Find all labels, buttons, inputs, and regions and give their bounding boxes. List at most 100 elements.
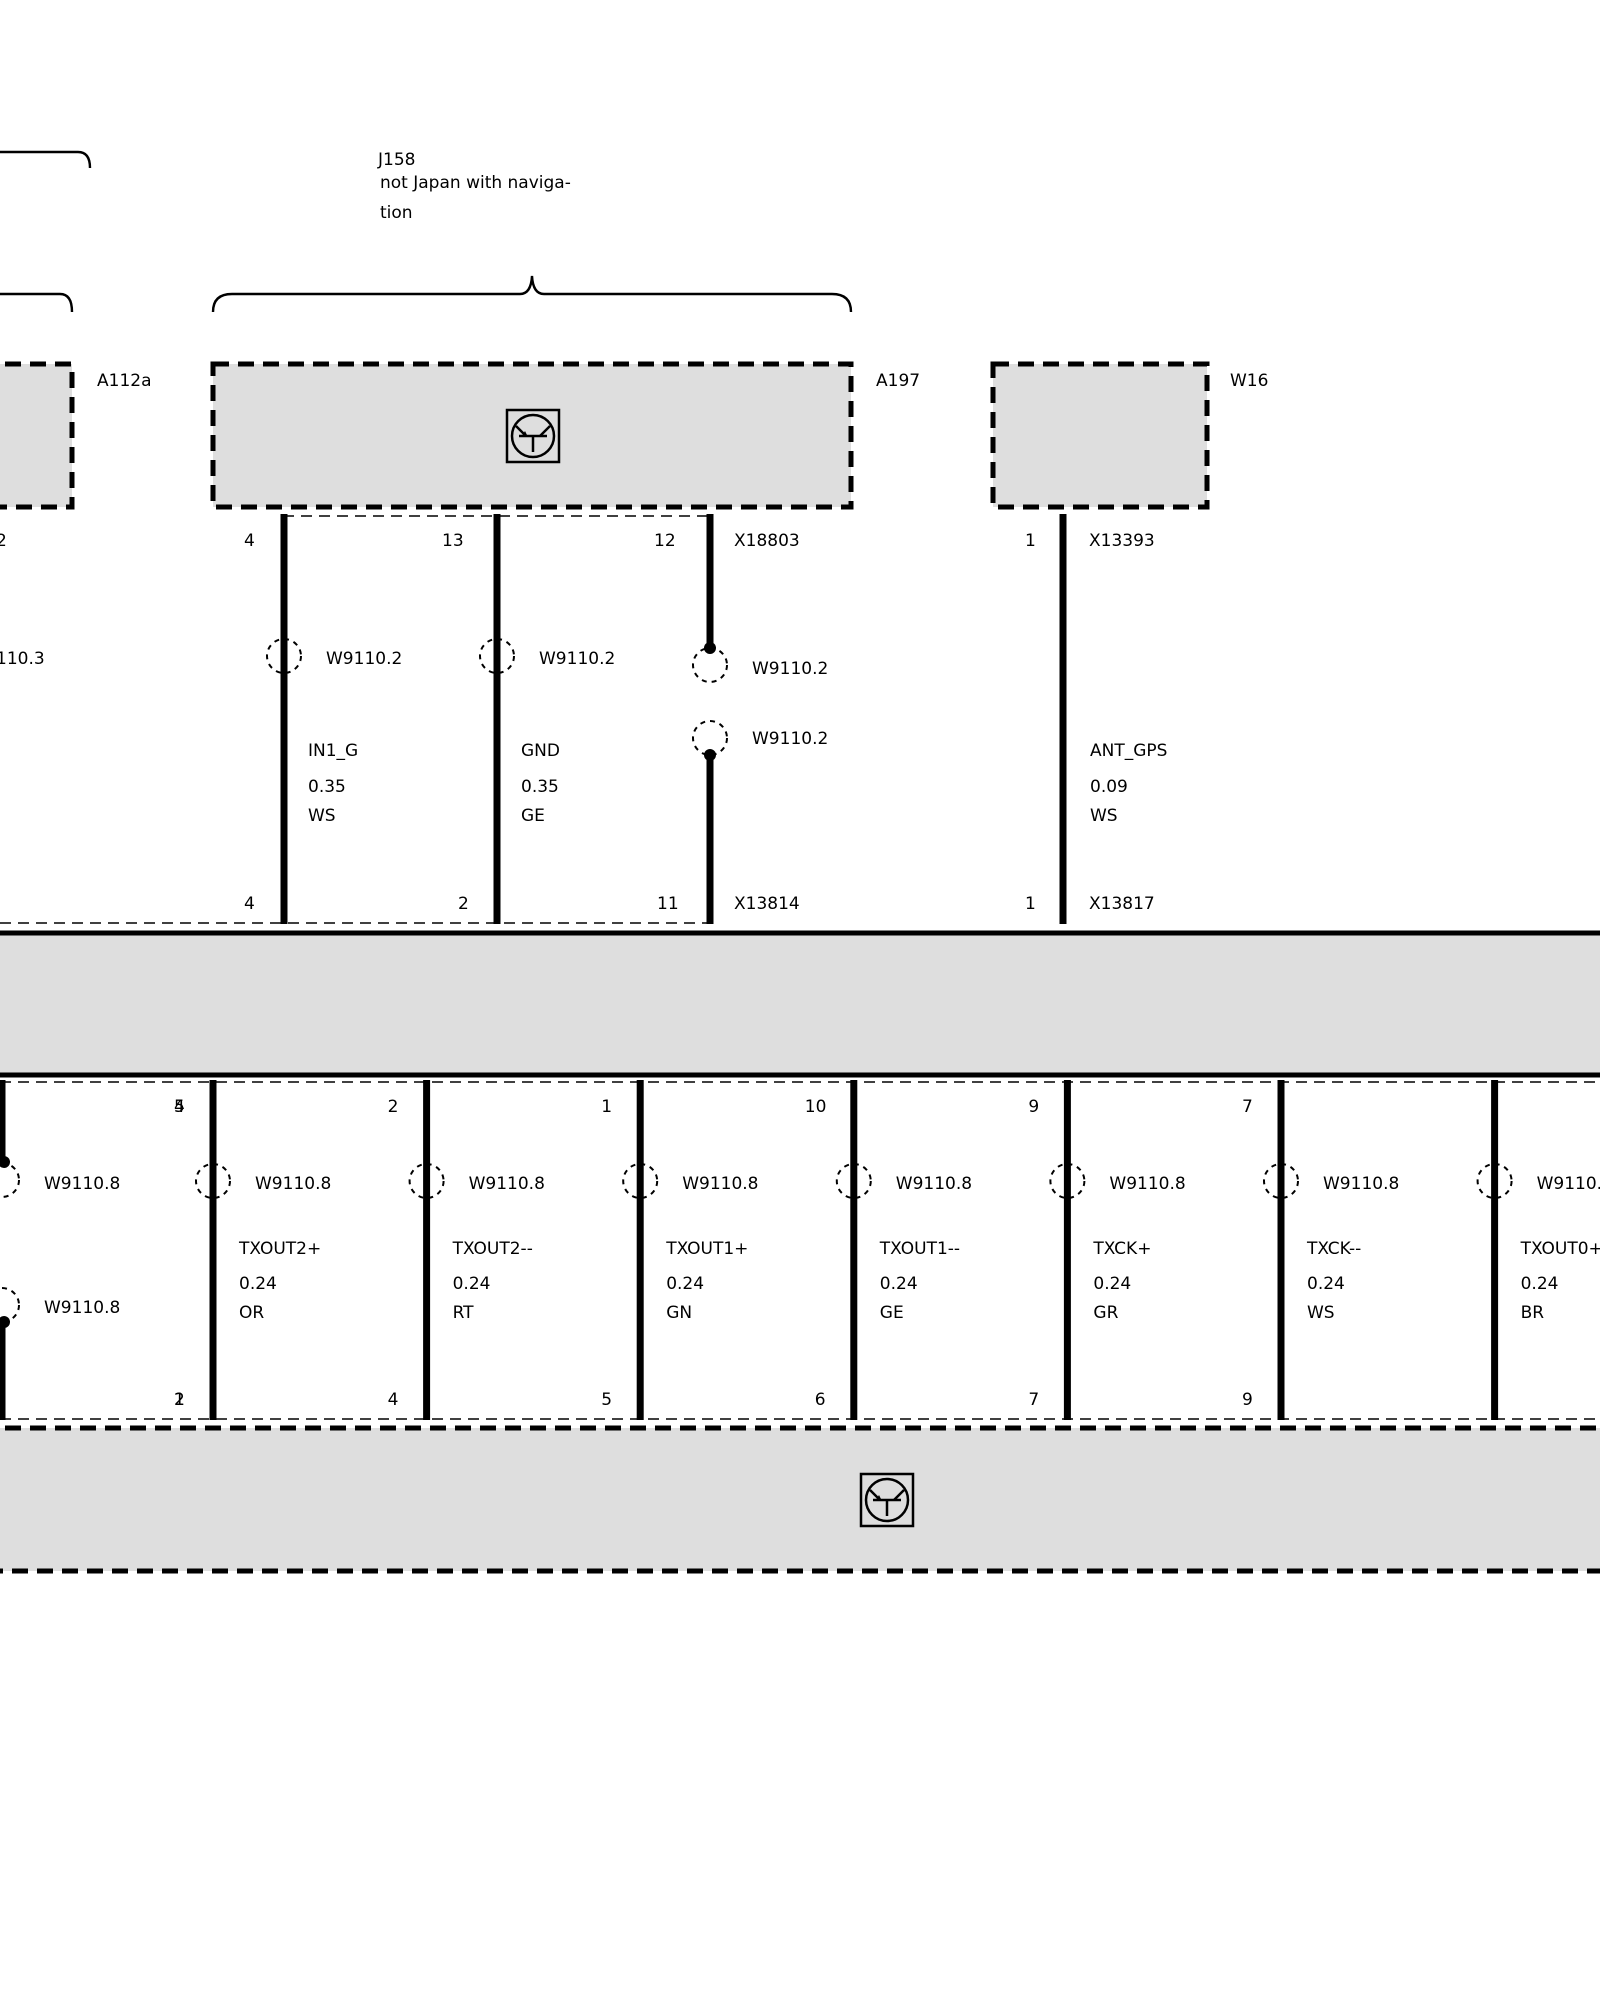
- shield-ring-txout1: [835, 1163, 872, 1199]
- lower-shield-ring-lower: [0, 1287, 20, 1323]
- size-txout1: 0.24: [666, 1274, 704, 1294]
- group-note-line2: tion: [380, 203, 413, 223]
- size-txck: 0.24: [1307, 1274, 1345, 1294]
- shield-label-txout1: W9110.8: [896, 1174, 972, 1194]
- lower-wires: 5 W9110.8 W9110.8 1 4W9110.8TXOUT2+0.24O…: [0, 1080, 1600, 1420]
- component-label-a197: A197: [876, 371, 920, 391]
- signal-txout0: TXOUT0+: [1520, 1239, 1600, 1259]
- component-box-bottom[interactable]: [0, 1425, 1600, 1574]
- splice-dot-lower: [704, 749, 716, 761]
- pin-bottom-gnd: 2: [458, 894, 469, 914]
- pin-bottom-txout2: 4: [388, 1390, 399, 1410]
- size-gnd: 0.35: [521, 777, 559, 797]
- color-in1-g: WS: [308, 806, 336, 826]
- connector-label-x18803: X18803: [734, 531, 800, 551]
- shield-label-txout1: W9110.8: [682, 1174, 758, 1194]
- shield-label-txout2: W9110.8: [255, 1174, 331, 1194]
- pin-top-txout2: 2: [388, 1097, 399, 1117]
- shield-label-upper: W9110.2: [752, 659, 828, 679]
- component-label-w16: W16: [1230, 371, 1268, 391]
- connector-label-x13817: X13817: [1089, 894, 1155, 914]
- shield-label-txout0: W9110.8: [1537, 1174, 1600, 1194]
- signal-ant-gps: ANT_GPS: [1090, 741, 1167, 761]
- signal-txout2: TXOUT2+: [238, 1239, 321, 1259]
- shield-ring-txout2: [195, 1163, 231, 1199]
- connector-label-x13393: X13393: [1089, 531, 1155, 551]
- lower-splice-dot-upper: [0, 1156, 10, 1168]
- pin-top-w16: 1: [1025, 531, 1036, 551]
- shield-ring-in1-g: [266, 638, 302, 674]
- lower-partial-pin-bottom: 1: [174, 1390, 185, 1410]
- shield-ring-upper: [692, 647, 728, 683]
- color-gnd: GE: [521, 806, 545, 826]
- pin-bottom-a197-11: 11: [657, 894, 679, 914]
- shield-label-txck: W9110.8: [1109, 1174, 1185, 1194]
- shield-ring-txck: [1263, 1163, 1299, 1199]
- lower-partial-pin-top: 5: [174, 1097, 185, 1117]
- color-txout2: RT: [453, 1303, 475, 1323]
- shield-label-gnd: W9110.2: [539, 649, 615, 669]
- pin-bottom-txck: 9: [1242, 1390, 1253, 1410]
- signal-gnd: GND: [521, 741, 560, 761]
- pin-bottom-txout2: 2: [174, 1390, 185, 1410]
- transistor-icon: [505, 408, 561, 464]
- signal-txout2: TXOUT2--: [452, 1239, 533, 1259]
- shield-ring-txout1: [622, 1163, 659, 1199]
- shield-label-txout2: W9110.8: [469, 1174, 545, 1194]
- transistor-icon-bottom: [859, 1472, 915, 1528]
- shield-ring-lower: [692, 720, 728, 756]
- lower-shield-ring-upper: [0, 1162, 20, 1198]
- connector-label-x13814: X13814: [734, 894, 800, 914]
- component-box-w16[interactable]: [990, 361, 1210, 510]
- size-txout2: 0.24: [453, 1274, 491, 1294]
- pin-bottom-w16: 1: [1025, 894, 1036, 914]
- shield-ring-txout0: [1476, 1163, 1513, 1199]
- pin-bottom-in1-g: 4: [244, 894, 255, 914]
- lower-partial-shield-b: W9110.8: [44, 1298, 120, 1318]
- shield-ring-txout2: [408, 1163, 445, 1199]
- pin-top-txck: 9: [1028, 1097, 1039, 1117]
- shield-label-lower: W9110.2: [752, 729, 828, 749]
- size-txout2: 0.24: [239, 1274, 277, 1294]
- color-ant-gps: WS: [1090, 806, 1118, 826]
- signal-in1-g: IN1_G: [308, 741, 358, 761]
- size-txout1: 0.24: [880, 1274, 918, 1294]
- group-note-code: J158: [377, 150, 415, 170]
- color-txck: GR: [1093, 1303, 1118, 1323]
- component-box-a112a[interactable]: [0, 361, 75, 510]
- shield-ring-gnd: [479, 638, 515, 674]
- color-txout1: GN: [666, 1303, 692, 1323]
- pin-top-txck: 7: [1242, 1097, 1253, 1117]
- size-txout0: 0.24: [1521, 1274, 1559, 1294]
- shield-ring-txck: [1049, 1163, 1086, 1199]
- color-txout0: BR: [1521, 1303, 1545, 1323]
- shield-label-txck: W9110.8: [1323, 1174, 1399, 1194]
- pin-bottom-txck: 7: [1028, 1390, 1039, 1410]
- size-txck: 0.24: [1093, 1274, 1131, 1294]
- lower-splice-dot-lower: [0, 1316, 10, 1328]
- size-in1-g: 0.35: [308, 777, 346, 797]
- shield-label-in1-g: W9110.2: [326, 649, 402, 669]
- pin-top-left-partial: 2: [0, 531, 7, 551]
- signal-txout1: TXOUT1--: [879, 1239, 960, 1259]
- pin-top-txout1: 1: [601, 1097, 612, 1117]
- harness-bus: [0, 933, 1600, 1075]
- lower-partial-shield-a: W9110.8: [44, 1174, 120, 1194]
- signal-txck: TXCK+: [1092, 1239, 1151, 1259]
- pin-top-in1-g: 4: [244, 531, 255, 551]
- pin-top-txout2: 4: [174, 1097, 185, 1117]
- shield-label-left-partial: 110.3: [0, 649, 45, 669]
- signal-txout1: TXOUT1+: [665, 1239, 748, 1259]
- color-txout2: OR: [239, 1303, 264, 1323]
- pin-top-txout1: 10: [805, 1097, 827, 1117]
- splice-dot-upper: [704, 642, 716, 654]
- component-label-a112a: A112a: [97, 371, 152, 391]
- brace-a197-group: [211, 275, 853, 313]
- pin-bottom-txout1: 6: [815, 1390, 826, 1410]
- pin-top-a197-12: 12: [654, 531, 676, 551]
- signal-txck: TXCK--: [1306, 1239, 1361, 1259]
- group-note-line1: not Japan with naviga-: [380, 173, 571, 193]
- color-txout1: GE: [880, 1303, 904, 1323]
- size-ant-gps: 0.09: [1090, 777, 1128, 797]
